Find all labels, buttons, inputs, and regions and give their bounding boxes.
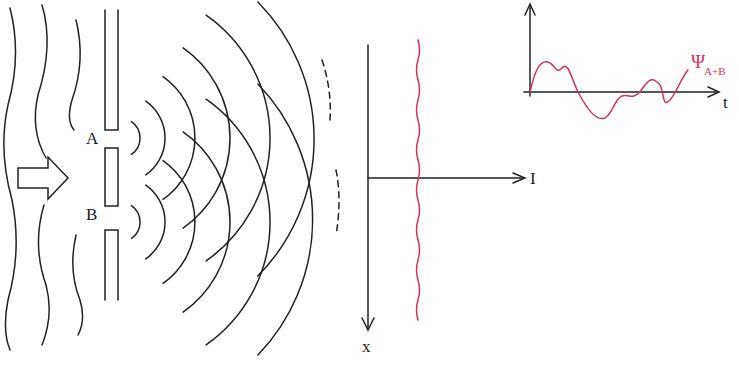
intensity-axis bbox=[368, 177, 524, 179]
wavefront-a bbox=[146, 101, 165, 175]
wavefront-b bbox=[206, 99, 270, 345]
barrier-wall bbox=[105, 230, 118, 300]
signal-subscript: A+B bbox=[704, 66, 725, 77]
wavefront-a bbox=[206, 15, 270, 261]
intensity-pattern bbox=[417, 40, 420, 320]
time-axis bbox=[524, 91, 718, 93]
signal-symbol: Ψ bbox=[691, 52, 705, 71]
slit-label: A bbox=[86, 130, 98, 147]
far-wavefront bbox=[336, 170, 339, 235]
inset-vertical-axis bbox=[529, 6, 531, 96]
axis-label: I bbox=[530, 170, 536, 187]
wavefront-a bbox=[132, 122, 141, 155]
wavefront-b bbox=[146, 185, 165, 259]
wavefront-b bbox=[183, 132, 230, 312]
incoming-wavefront bbox=[4, 8, 16, 350]
axis-label: t bbox=[723, 94, 728, 111]
wavefront-b bbox=[258, 84, 313, 355]
incoming-wavefront bbox=[69, 20, 80, 130]
axis-label: x bbox=[362, 338, 371, 355]
wavefront-b bbox=[132, 206, 141, 239]
incoming-wavefront bbox=[73, 235, 83, 335]
incoming-wavefront bbox=[38, 205, 49, 345]
screen-axis bbox=[367, 45, 369, 328]
axis-arrowhead bbox=[708, 87, 719, 97]
barrier-wall bbox=[105, 148, 118, 206]
wave-signal bbox=[530, 62, 688, 119]
axis-arrowhead bbox=[525, 4, 535, 15]
barrier-wall bbox=[105, 10, 118, 130]
incidence-arrow bbox=[18, 157, 68, 199]
incoming-wavefront bbox=[35, 5, 47, 158]
wavefront-a bbox=[258, 2, 314, 276]
axis-arrowhead bbox=[513, 173, 525, 183]
wavefront-b bbox=[163, 161, 195, 284]
axis-arrowhead bbox=[362, 318, 374, 330]
slit-label: B bbox=[86, 206, 97, 223]
far-wavefront bbox=[322, 60, 330, 120]
